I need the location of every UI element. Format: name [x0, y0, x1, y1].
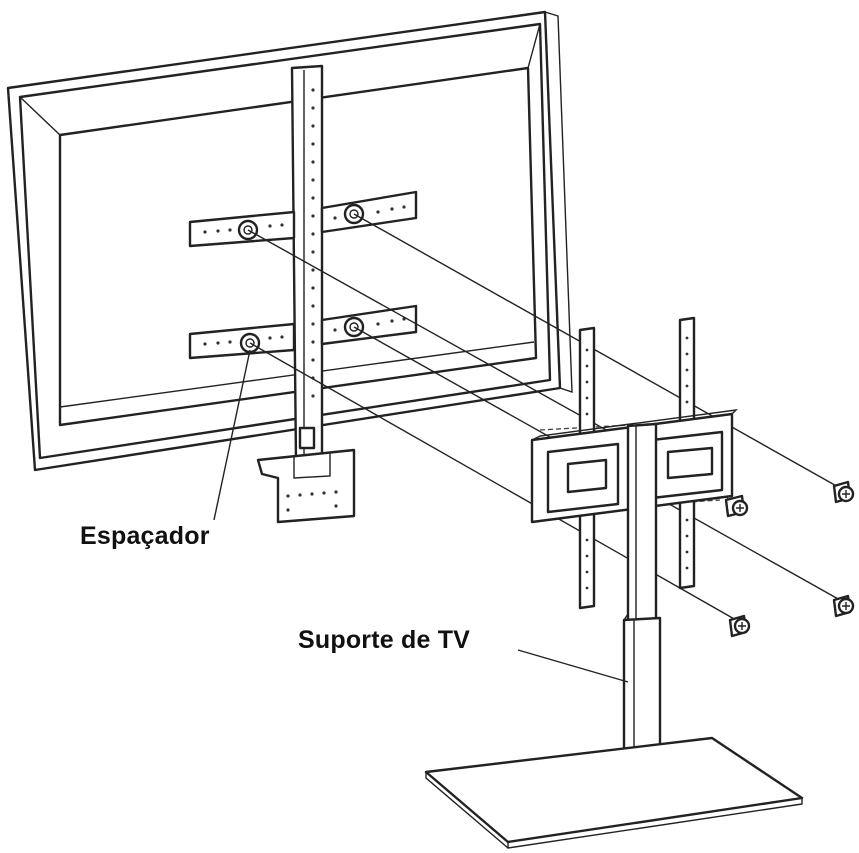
screw-lower-left [728, 614, 751, 638]
screw-lower-right [832, 594, 855, 618]
stand-base [424, 736, 804, 849]
stand-leader-line [517, 649, 629, 683]
spacer-leader-line [213, 349, 251, 521]
tv-stand-callout: Suporte de TV [298, 626, 471, 654]
spacer-callout: Espaçador [80, 522, 210, 550]
screw-upper-right [832, 480, 855, 504]
tv-bottom-clip [256, 448, 356, 524]
screw-upper-left [724, 494, 749, 518]
tv-vertical-bar [290, 64, 324, 464]
leader-lines [213, 349, 629, 683]
screw-group [724, 480, 855, 638]
